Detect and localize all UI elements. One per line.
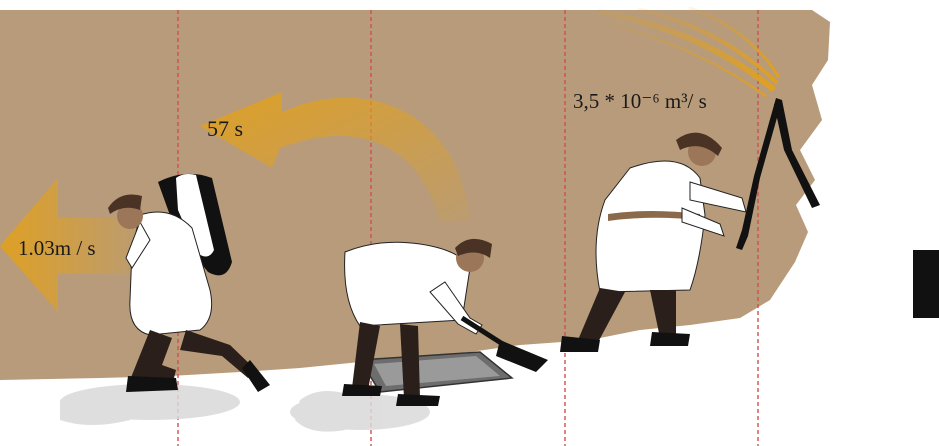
black-block xyxy=(913,250,939,318)
speed-label: 1.03m / s xyxy=(18,236,96,260)
flow-rate-label: 3,5 * 10⁻⁶ m³/ s xyxy=(573,89,707,113)
time-label: 57 s xyxy=(207,116,243,141)
